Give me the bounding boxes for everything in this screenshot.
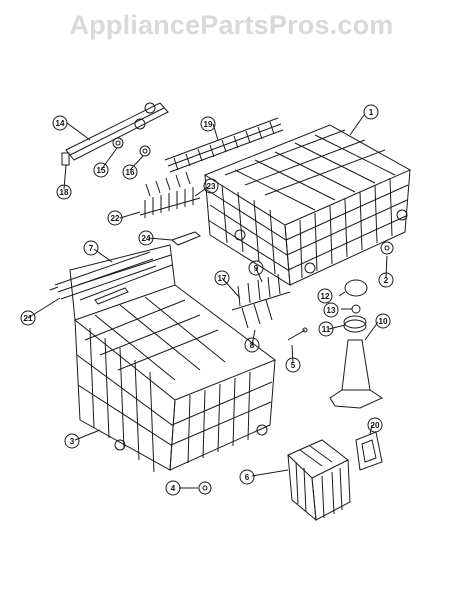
tine-row-part: [139, 171, 201, 218]
callout-20: 20: [367, 417, 383, 433]
rack-wheel-part-2: [380, 241, 394, 255]
cup-shelf-part: [164, 117, 284, 173]
svg-text:20: 20: [371, 421, 380, 430]
nut-part: [351, 304, 361, 314]
callout-4: 4: [165, 480, 181, 496]
callout-6: 6: [239, 469, 255, 485]
callout-19: 19: [200, 116, 216, 132]
callout-12: 12: [317, 288, 333, 304]
rack-wheel-part-16: [139, 145, 151, 157]
callout-2: 2: [378, 272, 394, 288]
callout-23: 23: [203, 178, 219, 194]
spray-tower-part: [329, 339, 384, 409]
callout-21: 21: [20, 310, 36, 326]
callout-17: 17: [214, 270, 230, 286]
callout-labels: 14 19 1 18 15 16 23 22 24 7 2 9 17 12 13…: [20, 104, 394, 496]
svg-text:17: 17: [218, 274, 227, 283]
svg-text:2: 2: [384, 276, 389, 285]
spray-hub-part: [343, 315, 367, 333]
svg-text:3: 3: [70, 437, 75, 446]
svg-text:23: 23: [207, 182, 216, 191]
callout-7: 7: [83, 240, 99, 256]
shelf-tines-part: [231, 273, 291, 329]
rack-wheel-part-4: [198, 481, 212, 495]
svg-text:13: 13: [327, 306, 336, 315]
svg-text:15: 15: [97, 166, 106, 175]
callout-24: 24: [138, 230, 154, 246]
rail-hook-part: [94, 287, 129, 305]
callout-5: 5: [285, 357, 301, 373]
leader-lines: [27, 114, 388, 489]
callout-11: 11: [318, 321, 334, 337]
callout-15: 15: [93, 162, 109, 178]
svg-text:22: 22: [111, 214, 120, 223]
svg-text:21: 21: [24, 314, 33, 323]
svg-text:24: 24: [142, 234, 151, 243]
rack-rail-part: [49, 251, 157, 300]
svg-text:10: 10: [379, 317, 388, 326]
svg-text:8: 8: [250, 341, 255, 350]
svg-text:6: 6: [245, 473, 250, 482]
svg-text:7: 7: [89, 244, 94, 253]
svg-text:14: 14: [56, 119, 65, 128]
callout-18: 18: [56, 184, 72, 200]
svg-text:1: 1: [369, 108, 374, 117]
upper-rack-part: [203, 124, 412, 286]
svg-text:12: 12: [321, 292, 330, 301]
rack-wheel-part-15: [112, 137, 124, 149]
svg-text:9: 9: [254, 264, 259, 273]
svg-text:19: 19: [204, 120, 213, 129]
callout-9: 9: [248, 260, 264, 276]
svg-text:4: 4: [171, 484, 176, 493]
callout-16: 16: [122, 164, 138, 180]
lower-rack-part: [69, 244, 277, 473]
callout-3: 3: [64, 433, 80, 449]
slide-rail-part: [65, 102, 169, 161]
callout-22: 22: [107, 210, 123, 226]
callout-13: 13: [323, 302, 339, 318]
callout-10: 10: [375, 313, 391, 329]
callout-1: 1: [363, 104, 379, 120]
svg-text:18: 18: [60, 188, 69, 197]
watermark-logo: AppliancePartsPros.com: [69, 10, 394, 40]
callout-14: 14: [52, 115, 68, 131]
end-cap-part: [61, 152, 70, 166]
callout-8: 8: [244, 337, 260, 353]
pin-part: [287, 327, 308, 341]
cap-part: [344, 279, 368, 297]
silverware-basket-part: [287, 439, 351, 522]
svg-text:11: 11: [322, 325, 331, 334]
svg-text:16: 16: [126, 168, 135, 177]
bracket-part: [355, 431, 383, 471]
clip-part: [171, 231, 201, 246]
svg-text:5: 5: [291, 361, 296, 370]
